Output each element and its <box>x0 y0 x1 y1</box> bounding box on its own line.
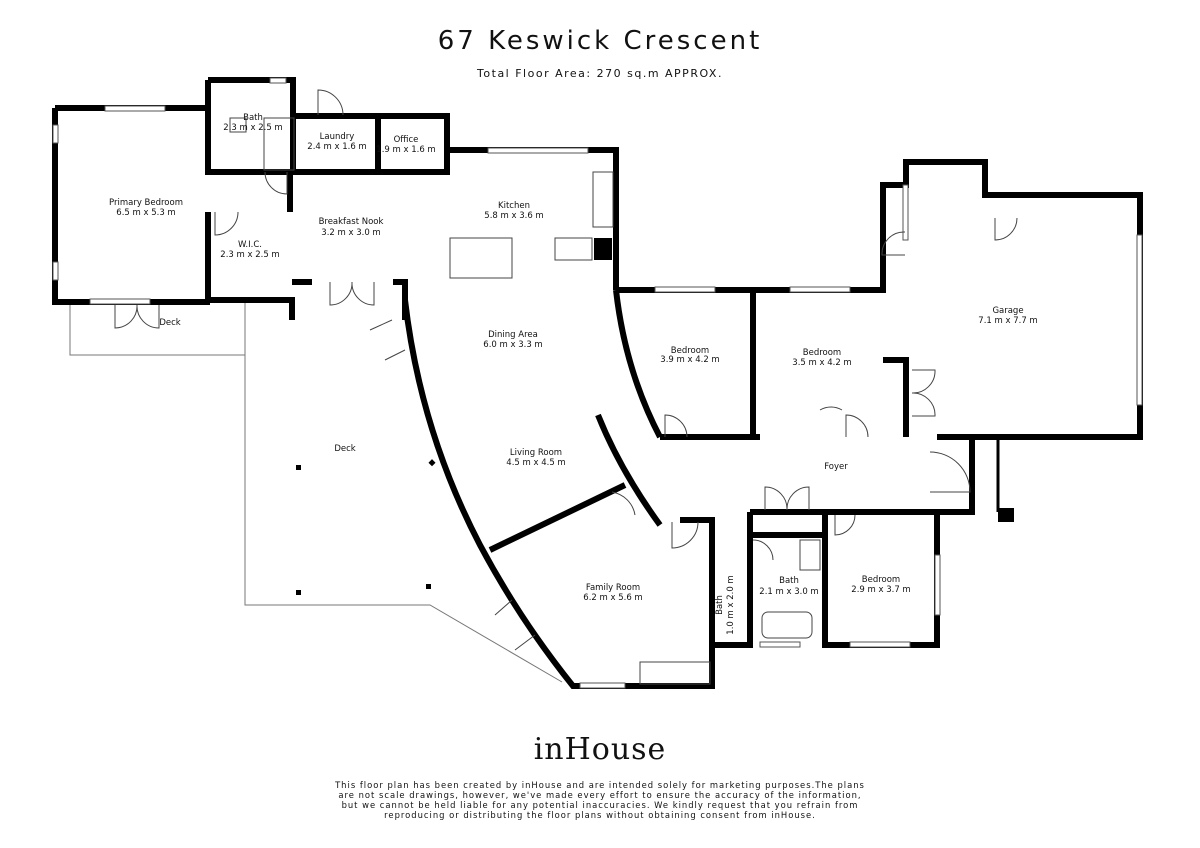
deck-post <box>426 584 431 589</box>
shower <box>263 117 295 171</box>
page-title: 67 Keswick Crescent <box>437 26 763 56</box>
room-size: 2.3 m x 2.5 m <box>223 123 282 133</box>
room-name: Bath <box>715 595 725 615</box>
doors <box>114 89 1018 651</box>
room-name: Bath <box>243 113 263 123</box>
kitchen-bench <box>554 237 593 261</box>
shower <box>799 539 821 571</box>
room-size: 6.5 m x 5.3 m <box>116 208 175 218</box>
room-name: Office <box>394 135 419 145</box>
deck-post <box>296 590 301 595</box>
room-size: 2.9 m x 3.7 m <box>851 585 910 595</box>
room-labels: Primary Bedroom 6.5 m x 5.3 m Bath 2.3 m… <box>109 113 1038 635</box>
inhouse-logo: inHouse <box>533 732 667 767</box>
room-size: 1.0 m x 2.0 m <box>726 575 736 634</box>
room-name: Dining Area <box>488 330 538 340</box>
room-size: 2.4 m x 1.6 m <box>307 142 366 152</box>
room-size: 3.9 m x 4.2 m <box>660 355 719 365</box>
room-size: 2.3 m x 2.5 m <box>220 250 279 260</box>
room-name: Deck <box>159 318 180 328</box>
kitchen-island <box>449 237 513 279</box>
room-name: Bedroom <box>862 575 900 585</box>
family-bench <box>639 661 711 685</box>
room-size: 4.5 m x 4.5 m <box>506 458 565 468</box>
deck-outline-primary <box>69 302 245 356</box>
room-name: Family Room <box>586 583 640 593</box>
total-floor-area: Total Floor Area: 270 sq.m APPROX. <box>477 67 723 80</box>
room-size: 6.0 m x 3.3 m <box>483 340 542 350</box>
room-name: Bath <box>779 576 799 586</box>
room-name: Living Room <box>510 448 562 458</box>
room-size: 3.5 m x 4.2 m <box>792 358 851 368</box>
deck-post <box>296 465 301 470</box>
room-name: Laundry <box>320 132 355 142</box>
room-name: Foyer <box>824 462 848 472</box>
room-size: 6.2 m x 5.6 m <box>583 593 642 603</box>
room-name: Garage <box>992 306 1023 316</box>
cooktop <box>592 171 614 228</box>
room-size: 3.2 m x 3.0 m <box>321 228 380 238</box>
room-name: Primary Bedroom <box>109 198 183 208</box>
deck-post <box>428 459 436 467</box>
room-size: 1.9 m x 1.6 m <box>376 145 435 155</box>
fixtures <box>229 117 821 685</box>
windows <box>52 77 1143 689</box>
room-name: Deck <box>334 444 355 454</box>
deck-outline-main <box>244 302 563 683</box>
room-name: Breakfast Nook <box>319 217 384 227</box>
room-size: 2.1 m x 3.0 m <box>759 587 818 597</box>
room-size: 7.1 m x 7.7 m <box>978 316 1037 326</box>
bathtub <box>761 611 813 639</box>
room-size: 5.8 m x 3.6 m <box>484 211 543 221</box>
room-name: Bedroom <box>803 348 841 358</box>
room-name: Kitchen <box>498 201 530 211</box>
room-name: Bedroom <box>671 346 709 356</box>
room-name: W.I.C. <box>238 240 262 250</box>
disclaimer-text: This floor plan has been created by inHo… <box>335 780 865 820</box>
